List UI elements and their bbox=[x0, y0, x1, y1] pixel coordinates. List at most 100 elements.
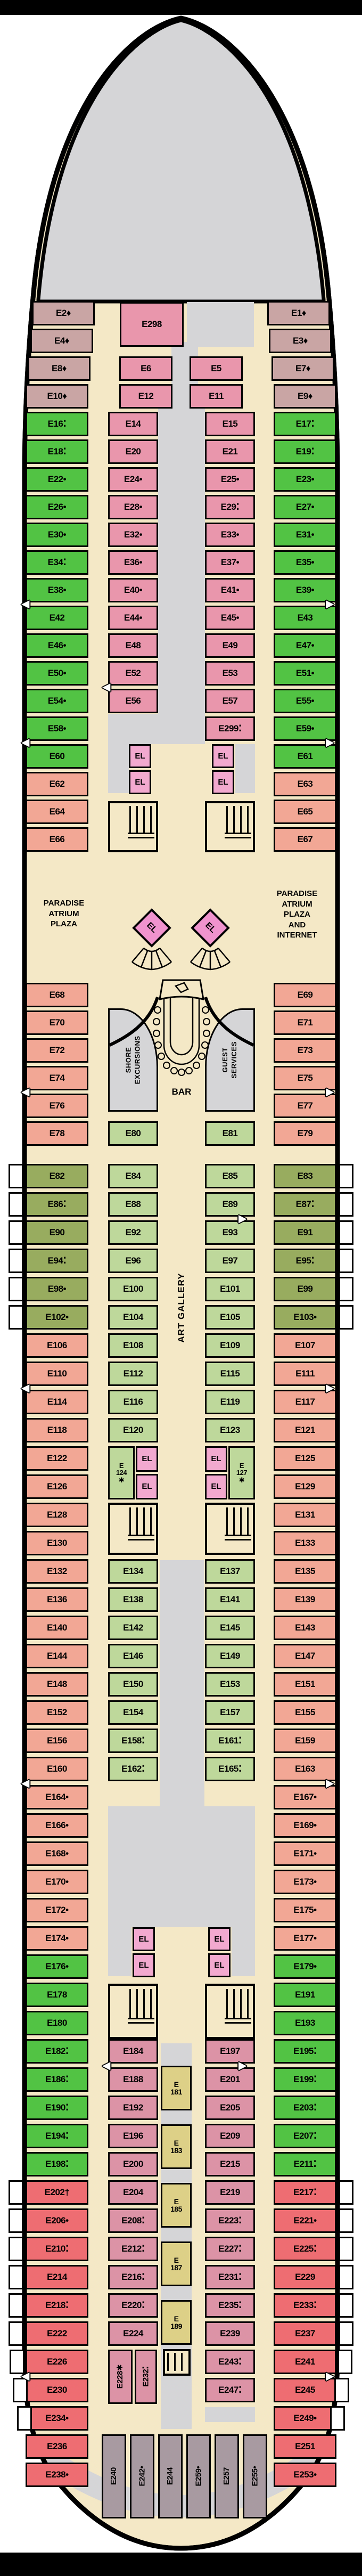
cabin-e142[interactable]: E142 bbox=[108, 1616, 158, 1640]
cabin-e171[interactable]: E171• bbox=[274, 1841, 336, 1866]
cabin-e17[interactable]: E17⁚ bbox=[274, 412, 336, 436]
cabin-e33[interactable]: E33• bbox=[205, 523, 255, 547]
cabin-e212[interactable]: E212⁚ bbox=[108, 2237, 158, 2261]
cabin-e207[interactable]: E207⁚ bbox=[274, 2124, 336, 2148]
cabin-e257[interactable]: E257 bbox=[215, 2434, 239, 2518]
cabin-e107[interactable]: E107 bbox=[274, 1333, 336, 1358]
cabin-e185[interactable]: E 185 bbox=[161, 2183, 192, 2228]
cabin-e177[interactable]: E177• bbox=[274, 1926, 336, 1951]
cabin-e29[interactable]: E29⁚ bbox=[205, 495, 255, 519]
cabin-e169[interactable]: E169• bbox=[274, 1813, 336, 1838]
cabin-e119[interactable]: E119 bbox=[205, 1390, 255, 1414]
cabin-e298[interactable]: E298 bbox=[120, 302, 184, 347]
cabin-e136[interactable]: E136 bbox=[26, 1587, 88, 1612]
cabin-e92[interactable]: E92 bbox=[108, 1220, 158, 1245]
cabin-e190[interactable]: E190⁚ bbox=[26, 2096, 88, 2120]
cabin-e86[interactable]: E86⁚ bbox=[26, 1192, 88, 1217]
cabin-e89[interactable]: E89 bbox=[205, 1192, 255, 1217]
cabin-e208[interactable]: E208⁚ bbox=[108, 2208, 158, 2233]
cabin-e48[interactable]: E48 bbox=[108, 633, 158, 658]
cabin-e251[interactable]: E251 bbox=[274, 2434, 336, 2459]
cabin-e51[interactable]: E51• bbox=[274, 661, 336, 686]
cabin-e153[interactable]: E153 bbox=[205, 1672, 255, 1697]
cabin-e8[interactable]: E8♦ bbox=[28, 356, 90, 381]
cabin-e299[interactable]: E299⁚ bbox=[205, 716, 255, 741]
cabin-e74[interactable]: E74 bbox=[26, 1066, 88, 1090]
cabin-e55[interactable]: E55• bbox=[274, 689, 336, 713]
cabin-e139[interactable]: E139 bbox=[274, 1587, 336, 1612]
cabin-e186[interactable]: E186⁚ bbox=[26, 2067, 88, 2092]
cabin-e156[interactable]: E156 bbox=[26, 1729, 88, 1753]
cabin-e21[interactable]: E21 bbox=[205, 439, 255, 464]
cabin-e195[interactable]: E195⁚ bbox=[274, 2039, 336, 2064]
cabin-e118[interactable]: E118 bbox=[26, 1418, 88, 1442]
cabin-e192[interactable]: E192 bbox=[108, 2096, 158, 2120]
cabin-e203[interactable]: E203⁚ bbox=[274, 2096, 336, 2120]
cabin-e18[interactable]: E18⁚ bbox=[26, 439, 88, 464]
cabin-e128[interactable]: E128 bbox=[26, 1503, 88, 1527]
cabin-e115[interactable]: E115 bbox=[205, 1362, 255, 1386]
cabin-e108[interactable]: E108 bbox=[108, 1333, 158, 1358]
cabin-e120[interactable]: E120 bbox=[108, 1418, 158, 1442]
cabin-e2[interactable]: E2♦ bbox=[32, 301, 95, 325]
cabin-e5[interactable]: E5 bbox=[190, 356, 243, 381]
cabin-e174[interactable]: E174• bbox=[26, 1926, 88, 1951]
cabin-e68[interactable]: E68 bbox=[26, 983, 88, 1007]
cabin-e76[interactable]: E76 bbox=[26, 1094, 88, 1118]
cabin-e182[interactable]: E182⁚ bbox=[26, 2039, 88, 2064]
cabin-e26[interactable]: E26• bbox=[26, 495, 88, 519]
cabin-e19[interactable]: E19⁚ bbox=[274, 439, 336, 464]
cabin-e200[interactable]: E200 bbox=[108, 2152, 158, 2176]
cabin-e103[interactable]: E103• bbox=[274, 1305, 336, 1330]
cabin-e220[interactable]: E220⁚ bbox=[108, 2293, 158, 2318]
cabin-e63[interactable]: E63 bbox=[274, 772, 336, 796]
cabin-e11[interactable]: E11 bbox=[190, 384, 243, 409]
cabin-e227[interactable]: E227⁚ bbox=[205, 2237, 255, 2261]
cabin-e9[interactable]: E9♦ bbox=[274, 384, 336, 409]
cabin-e46[interactable]: E46• bbox=[26, 633, 88, 658]
cabin-e30[interactable]: E30• bbox=[26, 523, 88, 547]
cabin-e78[interactable]: E78 bbox=[26, 1121, 88, 1146]
cabin-e62[interactable]: E62 bbox=[26, 772, 88, 796]
cabin-e221[interactable]: E221• bbox=[274, 2208, 336, 2233]
cabin-e188[interactable]: E188 bbox=[108, 2067, 158, 2092]
cabin-e10[interactable]: E10♦ bbox=[26, 384, 88, 409]
cabin-e42[interactable]: E42 bbox=[26, 606, 88, 630]
cabin-e57[interactable]: E57 bbox=[205, 689, 255, 713]
cabin-e116[interactable]: E116 bbox=[108, 1390, 158, 1414]
cabin-e67[interactable]: E67 bbox=[274, 827, 336, 852]
cabin-e184[interactable]: E184 bbox=[108, 2039, 158, 2064]
cabin-e81[interactable]: E81 bbox=[205, 1121, 255, 1146]
cabin-e3[interactable]: E3♦ bbox=[269, 329, 332, 353]
cabin-e223[interactable]: E223⁚ bbox=[205, 2208, 255, 2233]
cabin-e143[interactable]: E143 bbox=[274, 1616, 336, 1640]
cabin-e80[interactable]: E80 bbox=[108, 1121, 158, 1146]
cabin-e85[interactable]: E85 bbox=[205, 1164, 255, 1188]
cabin-e6[interactable]: E6 bbox=[119, 356, 172, 381]
cabin-e162[interactable]: E162⁚ bbox=[108, 1757, 158, 1781]
cabin-e204[interactable]: E204 bbox=[108, 2180, 158, 2205]
cabin-e222[interactable]: E222 bbox=[26, 2321, 88, 2346]
cabin-e4[interactable]: E4♦ bbox=[30, 329, 93, 353]
cabin-e187[interactable]: E 187 bbox=[161, 2241, 192, 2286]
cabin-e216[interactable]: E216⁚ bbox=[108, 2265, 158, 2289]
cabin-e90[interactable]: E90 bbox=[26, 1220, 88, 1245]
cabin-e168[interactable]: E168• bbox=[26, 1841, 88, 1866]
cabin-e201[interactable]: E201 bbox=[205, 2067, 255, 2092]
cabin-e239[interactable]: E239 bbox=[205, 2321, 255, 2346]
cabin-e148[interactable]: E148 bbox=[26, 1672, 88, 1697]
cabin-e170[interactable]: E170• bbox=[26, 1870, 88, 1894]
cabin-e114[interactable]: E114 bbox=[26, 1390, 88, 1414]
cabin-e100[interactable]: E100 bbox=[108, 1277, 158, 1301]
cabin-e16[interactable]: E16⁚ bbox=[26, 412, 88, 436]
cabin-e165[interactable]: E165⁚ bbox=[205, 1757, 255, 1781]
cabin-e173[interactable]: E173• bbox=[274, 1870, 336, 1894]
cabin-e183[interactable]: E 183 bbox=[161, 2124, 192, 2169]
cabin-e179[interactable]: E179• bbox=[274, 1954, 336, 1979]
cabin-e233[interactable]: E233⁚ bbox=[274, 2293, 336, 2318]
cabin-e242[interactable]: E242• bbox=[130, 2434, 154, 2518]
cabin-e112[interactable]: E112 bbox=[108, 1362, 158, 1386]
cabin-e197[interactable]: E197 bbox=[205, 2039, 255, 2064]
cabin-e49[interactable]: E49 bbox=[205, 633, 255, 658]
cabin-e141[interactable]: E141 bbox=[205, 1587, 255, 1612]
